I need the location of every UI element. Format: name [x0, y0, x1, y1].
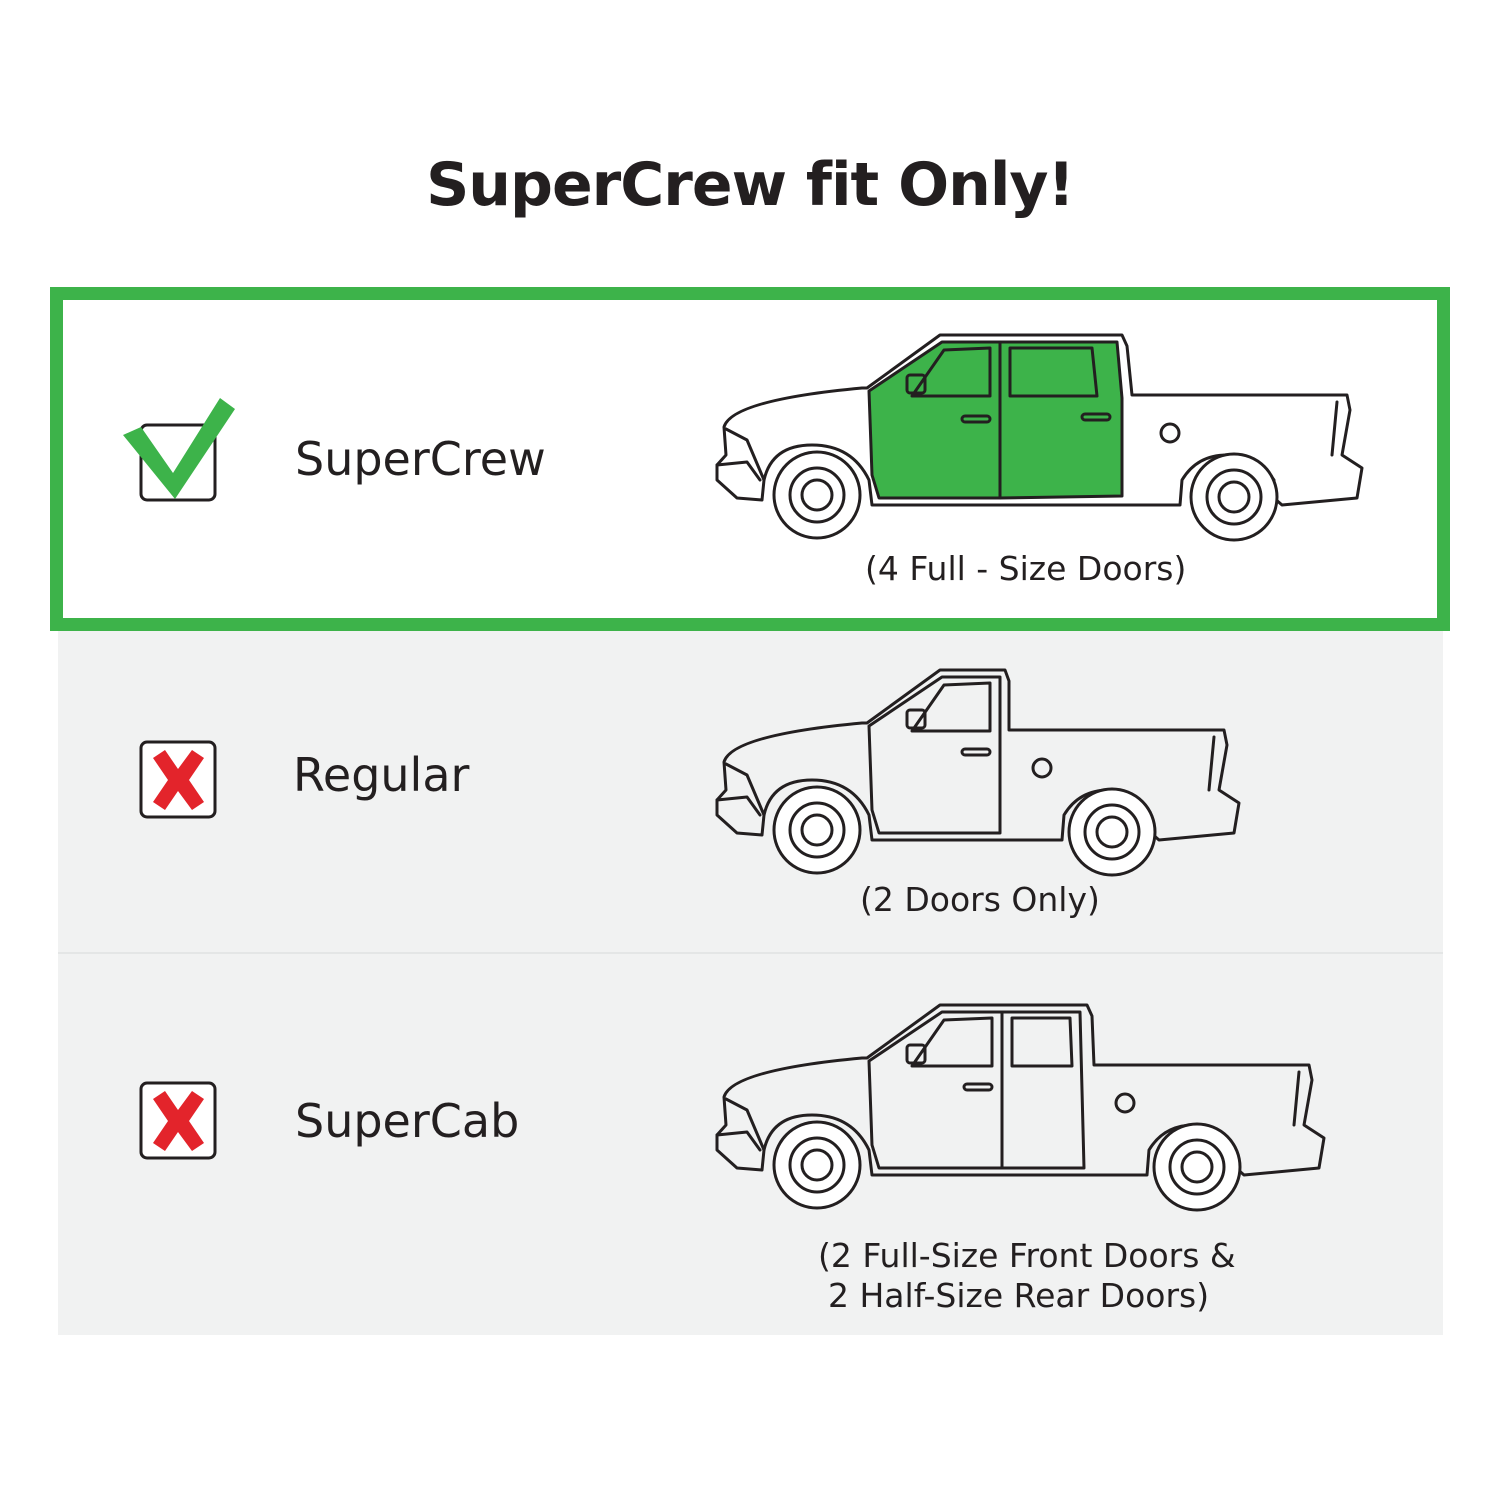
- supercab-truck-illustration: [715, 1003, 1326, 1212]
- supercrew-truck-illustration: [715, 333, 1364, 542]
- regular-truck-illustration: [715, 668, 1241, 877]
- cross-icon: [139, 1081, 217, 1160]
- check-icon: [123, 398, 235, 502]
- supercab-caption-line-2: 2 Half-Size Rear Doors): [828, 1276, 1210, 1315]
- option-label-supercrew: SuperCrew: [295, 432, 546, 486]
- supercrew-caption: (4 Full - Size Doors): [865, 549, 1187, 588]
- cross-icon: [139, 740, 217, 819]
- option-label-supercab: SuperCab: [295, 1094, 520, 1148]
- regular-caption: (2 Doors Only): [860, 880, 1100, 919]
- panel-divider: [58, 952, 1443, 954]
- option-label-regular: Regular: [293, 748, 470, 802]
- supercab-caption-line-1: (2 Full-Size Front Doors &: [818, 1236, 1236, 1275]
- page-title: SuperCrew fit Only!: [426, 150, 1075, 220]
